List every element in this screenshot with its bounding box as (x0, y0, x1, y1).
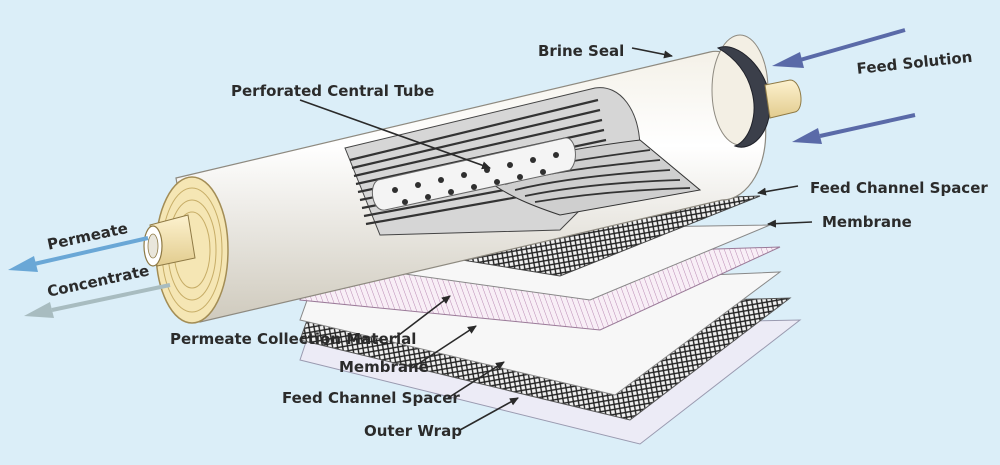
tube-perforations (392, 152, 559, 205)
feed-arrow-lower (792, 113, 916, 144)
feed-spacer-bottom-leader (447, 361, 505, 399)
brine-seal-ring (716, 46, 771, 148)
permeate-collection-leader (394, 295, 451, 339)
feed-channel-spacer-top-label: Feed Channel Spacer (810, 179, 988, 197)
feed-inlet-pipe (764, 79, 802, 119)
membrane-bottom-leader (411, 325, 477, 369)
feed-channel-spacer-bottom-label: Feed Channel Spacer (282, 389, 460, 407)
concentrate-arrow (24, 283, 171, 318)
permeate-collection-material-label: Permeate Collection Material (170, 330, 417, 348)
membrane-bottom-label: Membrane (339, 358, 429, 376)
outer-wrap-label: Outer Wrap (364, 422, 462, 440)
perforated-central-tube (371, 137, 576, 211)
brine-seal-leader (631, 47, 673, 59)
outer-wrap-leader (459, 397, 519, 431)
perforated-tube-leader (299, 99, 491, 170)
membrane-top-label: Membrane (822, 213, 912, 231)
membrane-top-leader (767, 219, 813, 228)
perforated-central-tube-label: Perforated Central Tube (231, 82, 435, 100)
permeate-arrow (8, 236, 149, 272)
feed-spacer-top-leader (757, 185, 799, 196)
brine-seal-label: Brine Seal (538, 42, 625, 60)
outlet-bore (147, 233, 159, 259)
feed-arrow-upper (772, 28, 906, 68)
